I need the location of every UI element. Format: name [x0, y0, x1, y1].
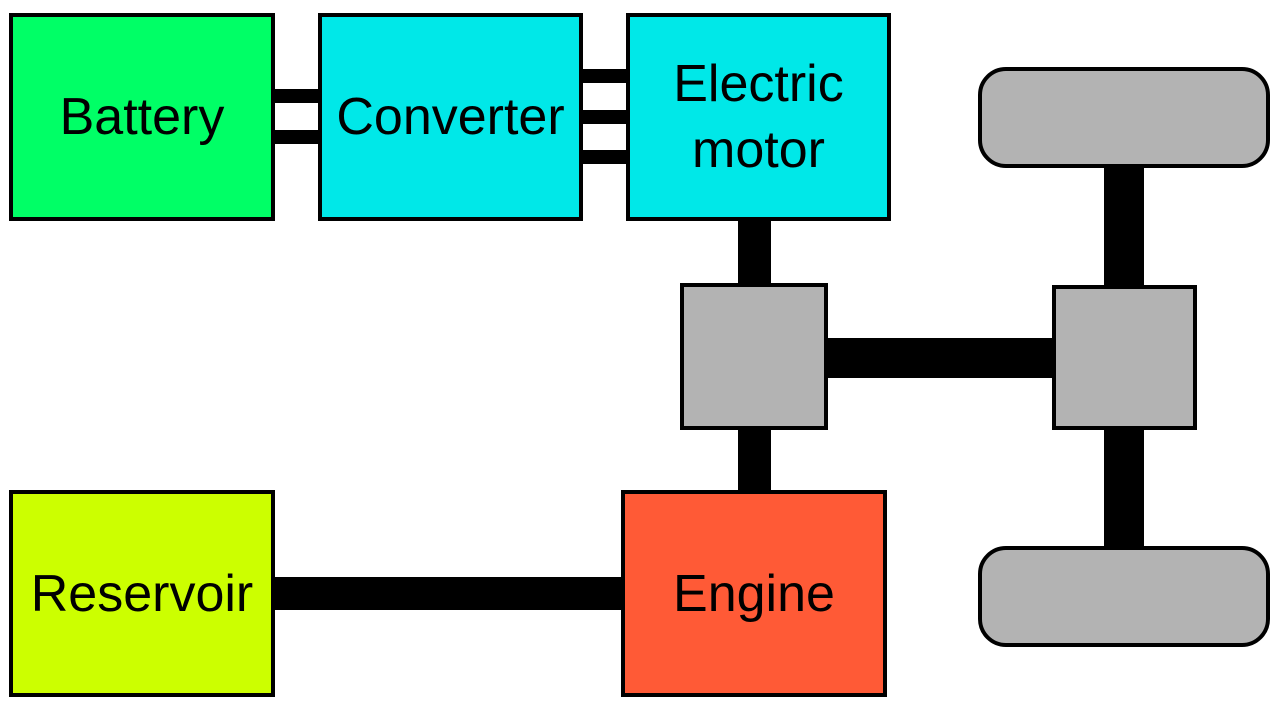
- front-wheel: [978, 67, 1270, 168]
- reservoir-engine-fuel-line: [272, 577, 624, 610]
- reservoir-box: [9, 490, 275, 697]
- converter-box: [318, 13, 583, 221]
- battery-box: [9, 13, 275, 221]
- converter-motor-wire-3: [580, 150, 628, 164]
- electric-motor-label: Electric motor: [628, 15, 889, 219]
- motor-gearbox-shaft: [738, 218, 771, 288]
- differential-front-axle: [1104, 163, 1144, 289]
- power-split-gearbox: [680, 283, 828, 430]
- battery-label: Battery: [59, 88, 225, 146]
- gearbox-engine-shaft: [738, 428, 771, 494]
- gearbox-differential-shaft: [825, 338, 1055, 378]
- converter-motor-wire-1: [580, 69, 628, 83]
- electric-motor-label-line2: motor: [692, 121, 825, 179]
- converter-motor-wire-2: [580, 110, 628, 124]
- electric-motor-box: [626, 13, 891, 221]
- engine-box: [621, 490, 887, 697]
- converter-label: Converter: [336, 88, 565, 146]
- battery-converter-wire-top: [272, 89, 320, 103]
- reservoir-label: Reservoir: [30, 564, 254, 623]
- engine-label: Engine: [673, 564, 835, 623]
- electric-motor-label-line1: Electric: [673, 55, 844, 113]
- rear-wheel: [978, 546, 1270, 647]
- differential-rear-axle: [1104, 426, 1144, 550]
- battery-converter-wire-bottom: [272, 130, 320, 144]
- differential: [1052, 285, 1197, 430]
